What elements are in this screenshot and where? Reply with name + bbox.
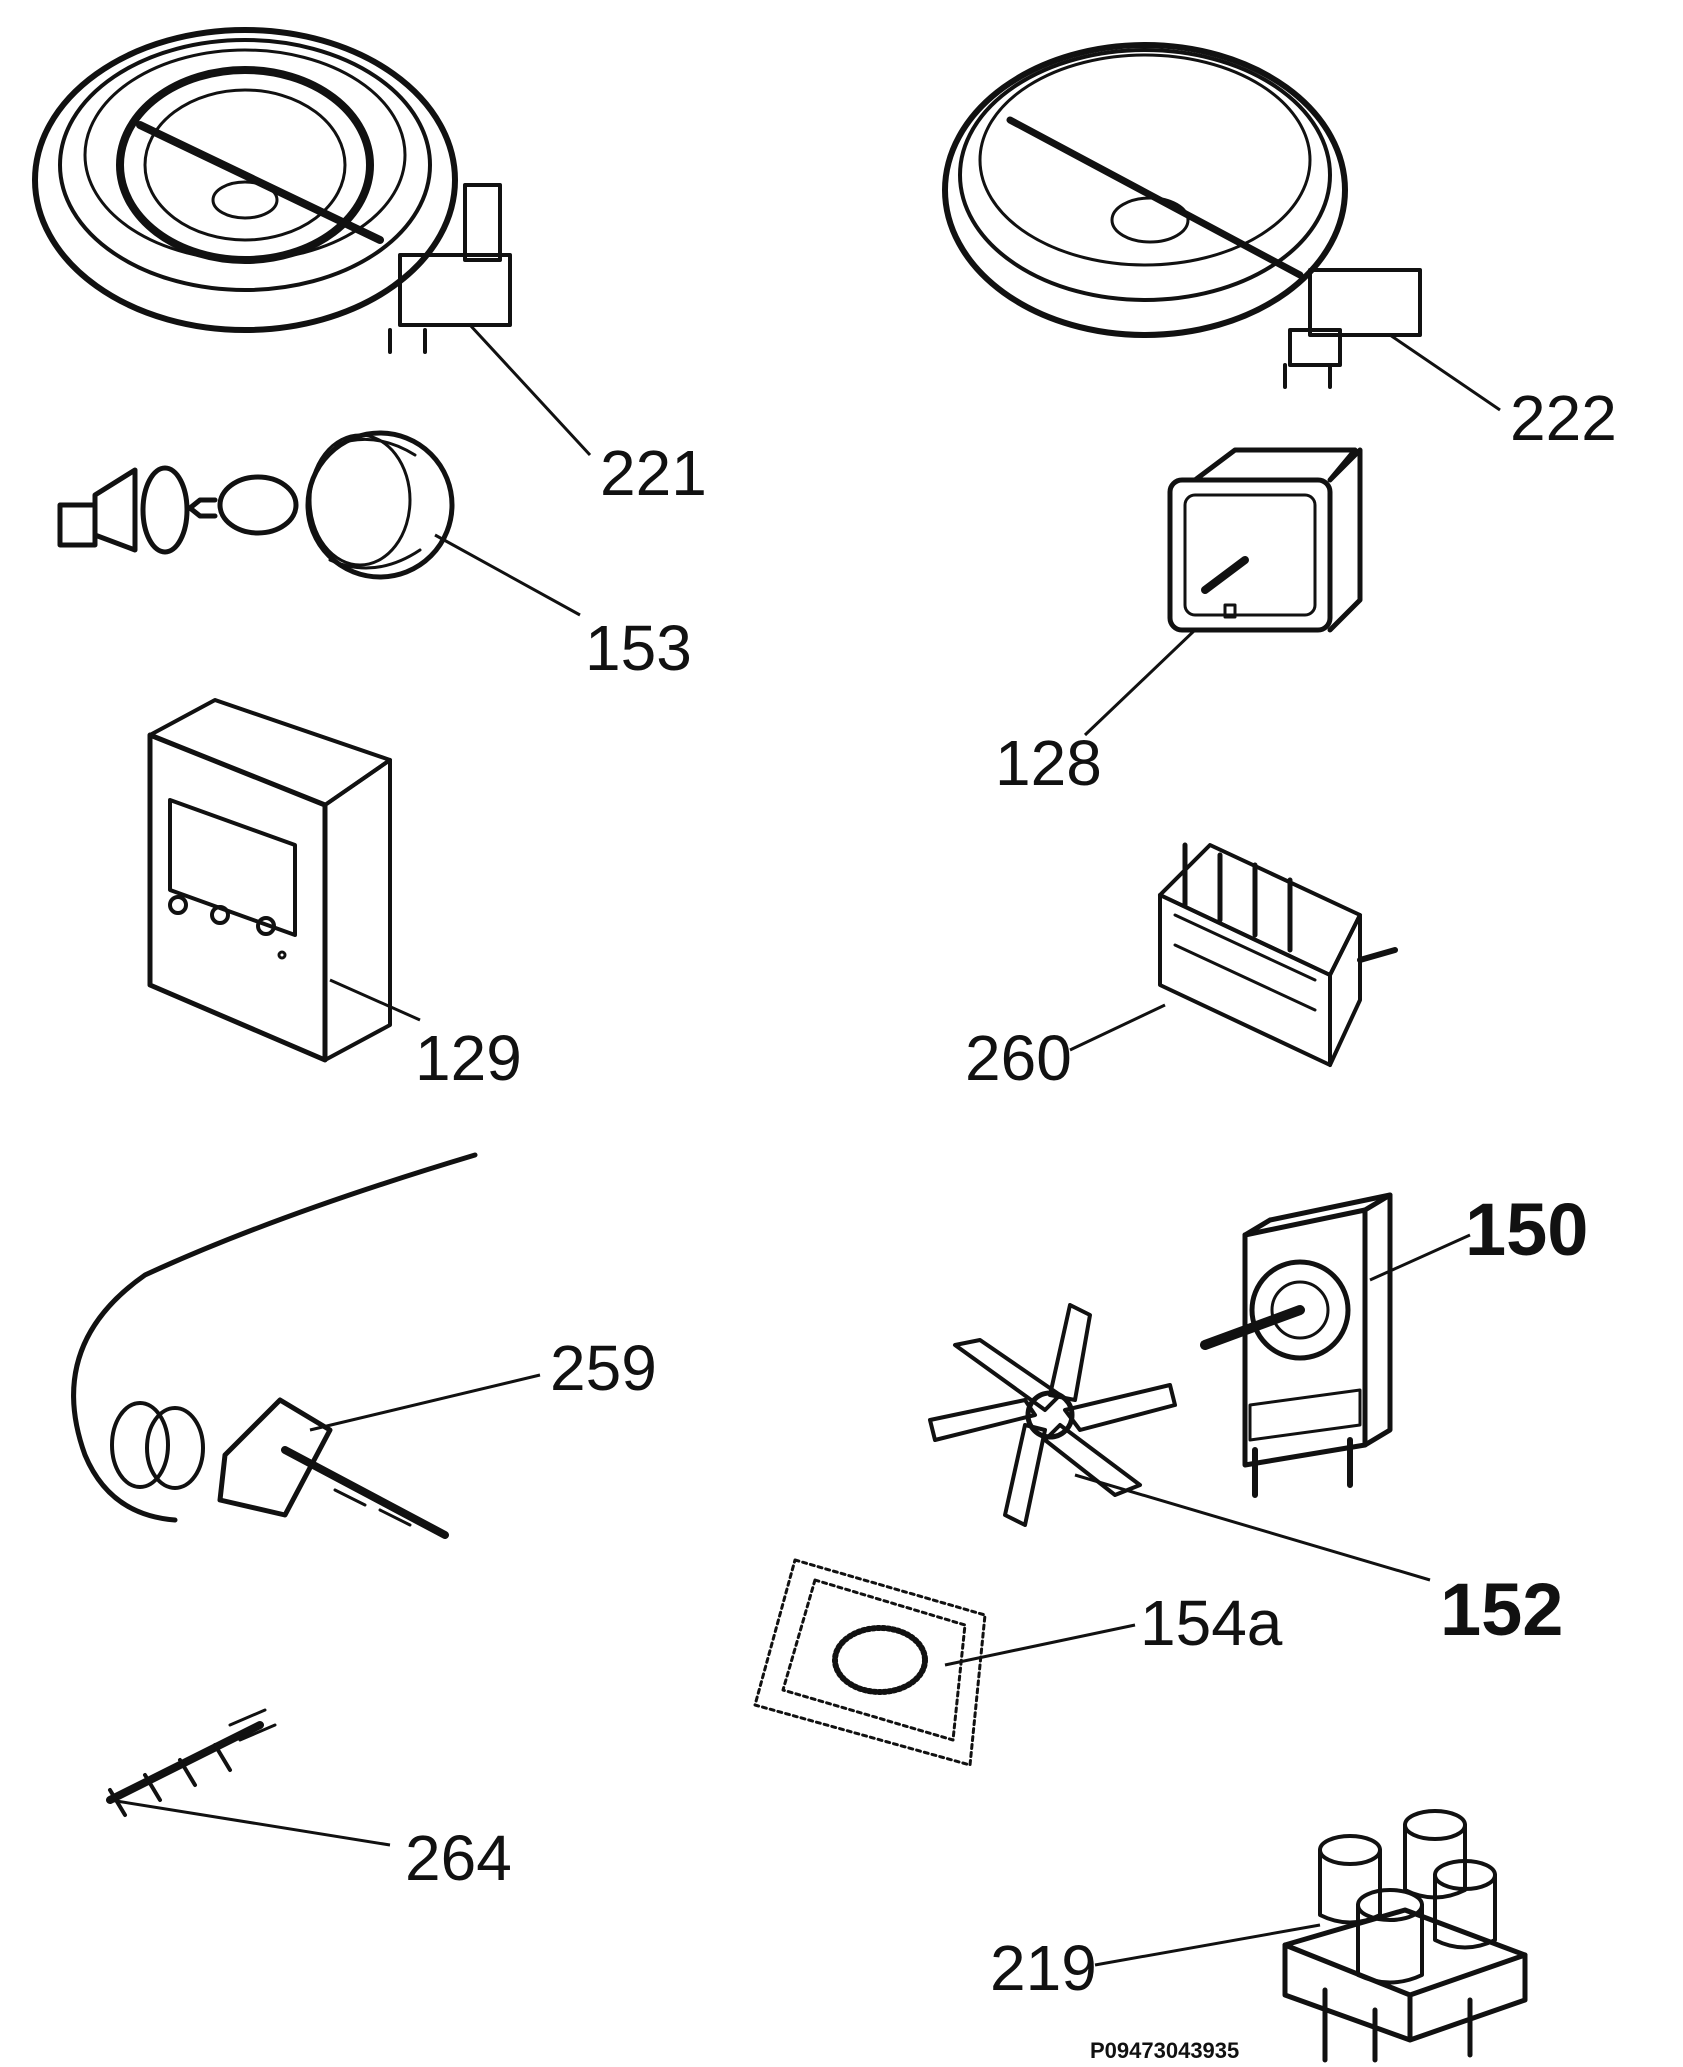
- hob-heating-element-icon: [942, 42, 1422, 389]
- callout-153: 153: [585, 612, 692, 684]
- grease-filter-icon: [753, 1558, 987, 1767]
- callout-labels: 221 222 153 128 129 260 150 259 152 154a…: [405, 382, 1617, 2004]
- leader-lines: [109, 323, 1501, 1967]
- fan-motor-icon: [1200, 1192, 1393, 1498]
- callout-219: 219: [990, 1932, 1097, 2004]
- thermostat-icon: [71, 1152, 478, 1539]
- relay-icon: [1167, 447, 1363, 633]
- selector-switch-icon: [1158, 842, 1398, 1067]
- hob-heating-element-icon: [32, 27, 512, 354]
- timer-display-icon: [147, 698, 392, 1063]
- callout-128: 128: [995, 727, 1102, 799]
- capacitor-block-icon: [1282, 1809, 1528, 2063]
- callout-259: 259: [550, 1332, 657, 1404]
- callout-260: 260: [965, 1022, 1072, 1094]
- callout-129: 129: [415, 1022, 522, 1094]
- callout-152: 152: [1440, 1568, 1563, 1651]
- drawing-code: P09473043935: [1090, 2038, 1239, 2063]
- oven-lamp-icon: [57, 430, 455, 580]
- callout-264: 264: [405, 1822, 512, 1894]
- fan-blade-icon: [928, 1303, 1177, 1527]
- callout-222: 222: [1510, 382, 1617, 454]
- sensor-probe-icon: [106, 1708, 277, 1817]
- callout-221: 221: [600, 437, 707, 509]
- callout-154a: 154a: [1140, 1587, 1283, 1659]
- callout-150: 150: [1465, 1188, 1588, 1271]
